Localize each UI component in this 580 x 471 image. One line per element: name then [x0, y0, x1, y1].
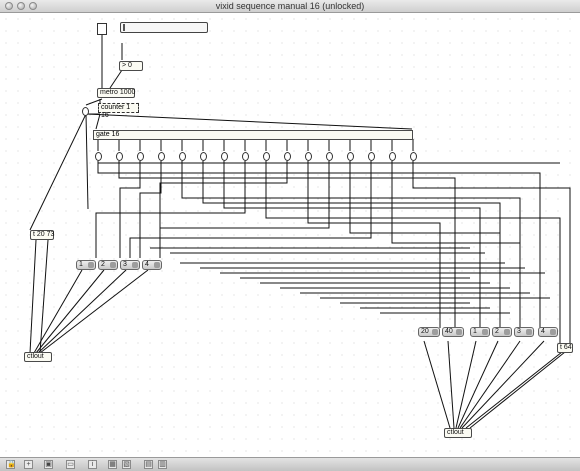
- message-box-right-5[interactable]: 3: [514, 327, 534, 337]
- toggle-toggle[interactable]: [97, 23, 107, 35]
- patcher-toolbar: 🔒 + ▣ ▭ i ▦ ▧ ▤ ▥: [0, 457, 580, 471]
- patcher-canvas[interactable]: > 0 metro 1000 counter 1 16 gate 16 t 20…: [0, 13, 580, 457]
- slider-object[interactable]: [120, 22, 208, 33]
- message-box-left-1[interactable]: 1: [76, 260, 96, 270]
- info-icon[interactable]: i: [88, 460, 97, 469]
- gate-out-button-3[interactable]: [137, 152, 144, 161]
- message-box-right-6[interactable]: 4: [538, 327, 558, 337]
- message-box-right-3[interactable]: 1: [470, 327, 490, 337]
- gate-out-button-8[interactable]: [242, 152, 249, 161]
- ctlout-object-left[interactable]: ctlout: [24, 352, 52, 362]
- message-box-right-4[interactable]: 2: [492, 327, 512, 337]
- metro-object[interactable]: metro 1000: [97, 88, 135, 98]
- message-box-left-3[interactable]: 3: [120, 260, 140, 270]
- message-box-left-2[interactable]: 2: [98, 260, 118, 270]
- ctlout-object-right[interactable]: ctlout: [444, 428, 472, 438]
- gate-out-button-16[interactable]: [410, 152, 417, 161]
- window-title: vixid sequence manual 16 (unlocked): [215, 1, 365, 11]
- gate-out-button-15[interactable]: [389, 152, 396, 161]
- gate-out-button-2[interactable]: [116, 152, 123, 161]
- window-titlebar: vixid sequence manual 16 (unlocked): [0, 0, 580, 13]
- grid-icon[interactable]: ▦: [108, 460, 117, 469]
- message-box-right-1[interactable]: 20: [418, 327, 440, 337]
- patch-cords: [29, 30, 571, 429]
- gate-out-button-4[interactable]: [158, 152, 165, 161]
- inspector-icon[interactable]: ▭: [66, 460, 75, 469]
- compare-object[interactable]: > 0: [119, 61, 143, 71]
- gate-out-button-14[interactable]: [368, 152, 375, 161]
- gate-out-button-12[interactable]: [326, 152, 333, 161]
- close-window-button[interactable]: [5, 2, 13, 10]
- gate-out-button-13[interactable]: [347, 152, 354, 161]
- gate-out-button-6[interactable]: [200, 152, 207, 161]
- gate-out-button-9[interactable]: [263, 152, 270, 161]
- zoom-window-button[interactable]: [29, 2, 37, 10]
- trigger-object-left[interactable]: t 20 73: [30, 230, 54, 240]
- trigger-object-right[interactable]: t 64: [557, 343, 573, 353]
- minimize-window-button[interactable]: [17, 2, 25, 10]
- presentation-icon[interactable]: ▤: [144, 460, 153, 469]
- gate-out-button-10[interactable]: [284, 152, 291, 161]
- gate-object[interactable]: gate 16: [93, 130, 413, 140]
- message-box-right-2[interactable]: 40: [442, 327, 464, 337]
- counter-object[interactable]: counter 1 16: [98, 103, 139, 119]
- gate-out-button-5[interactable]: [179, 152, 186, 161]
- gate-out-button-7[interactable]: [221, 152, 228, 161]
- window-icon[interactable]: ▥: [158, 460, 167, 469]
- gate-out-button-1[interactable]: [95, 152, 102, 161]
- add-icon[interactable]: +: [24, 460, 33, 469]
- gate-out-button-11[interactable]: [305, 152, 312, 161]
- snap-icon[interactable]: ▧: [122, 460, 131, 469]
- new-object-icon[interactable]: ▣: [44, 460, 53, 469]
- lock-icon[interactable]: 🔒: [6, 460, 16, 469]
- bang-button[interactable]: [82, 107, 89, 116]
- message-box-left-4[interactable]: 4: [142, 260, 162, 270]
